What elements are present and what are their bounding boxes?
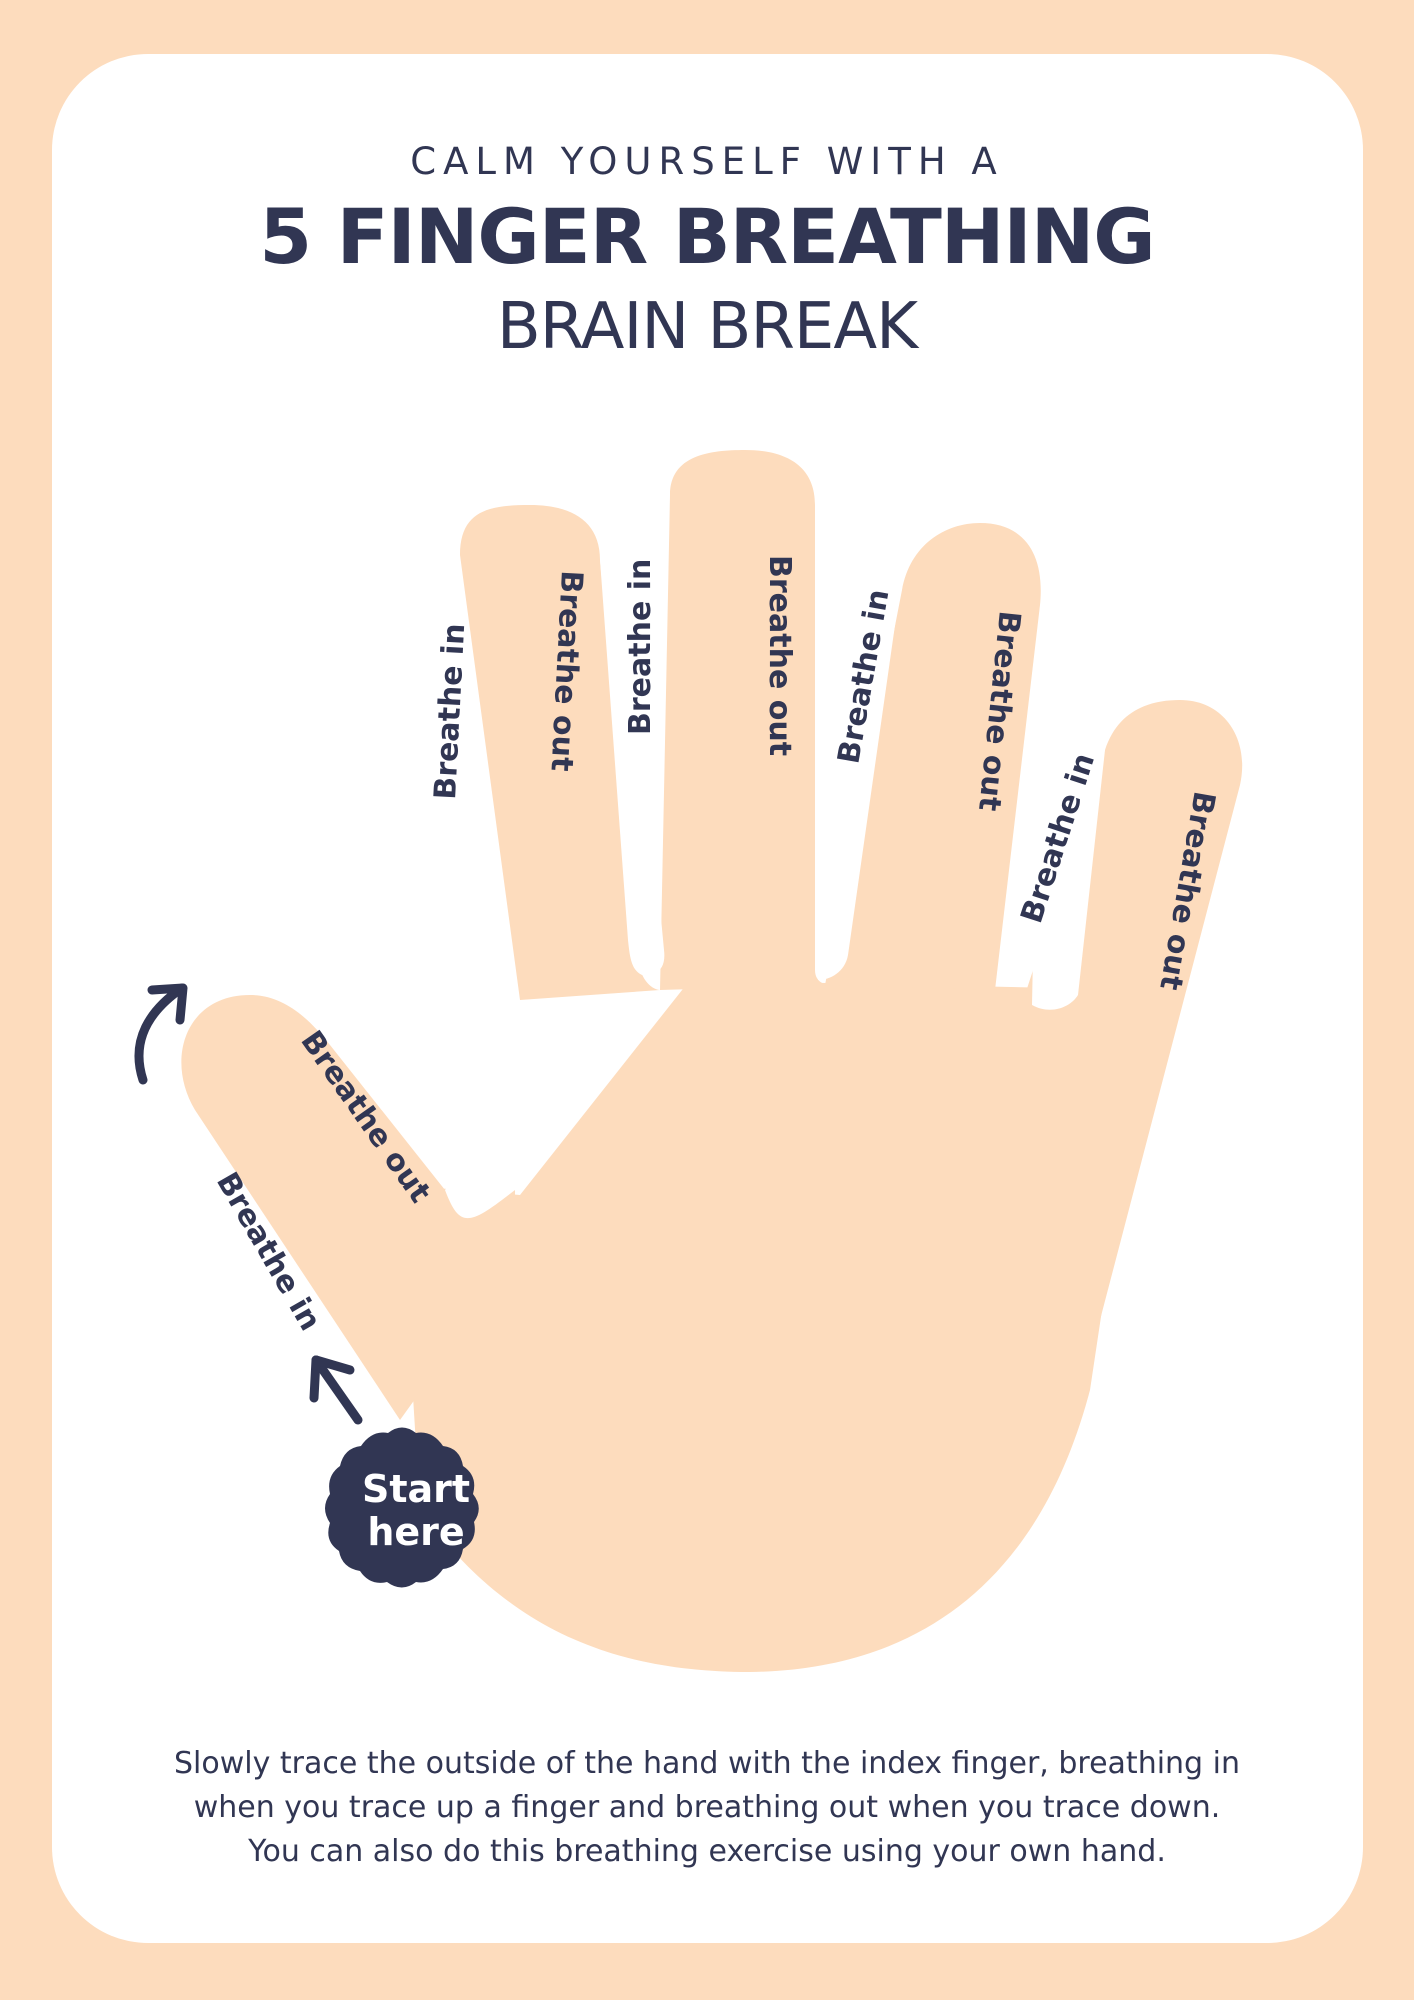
middle-finger — [660, 450, 830, 990]
finger-gaps — [445, 520, 1105, 1219]
thumb — [181, 995, 515, 1420]
instructions-line-1: Slowly trace the outside of the hand wit… — [174, 1746, 1240, 1781]
start-badge: Start here — [325, 1427, 479, 1588]
hand-shape — [181, 450, 1243, 1672]
curved-arrow-up-icon — [134, 983, 188, 1085]
instructions: Slowly trace the outside of the hand wit… — [140, 1742, 1274, 1874]
arrow-up-left-icon — [309, 1355, 363, 1425]
badge-line-2: here — [367, 1510, 464, 1554]
instructions-line-3: You can also do this breathing exercise … — [248, 1834, 1166, 1869]
index-finger — [460, 505, 660, 1000]
instructions-line-2: when you trace up a finger and breathing… — [193, 1790, 1221, 1825]
kicker-text: CALM YOURSELF WITH A — [410, 140, 1004, 183]
page-title: 5 FINGER BREATHING — [259, 192, 1155, 281]
label-middle-out: Breathe out — [762, 555, 797, 756]
label-middle-in: Breathe in — [623, 559, 658, 735]
page-subtitle: BRAIN BREAK — [496, 290, 918, 364]
badge-line-1: Start — [362, 1467, 470, 1511]
palm — [400, 980, 1150, 1672]
label-index-in: Breathe in — [428, 622, 472, 800]
ring-finger — [825, 523, 1041, 990]
